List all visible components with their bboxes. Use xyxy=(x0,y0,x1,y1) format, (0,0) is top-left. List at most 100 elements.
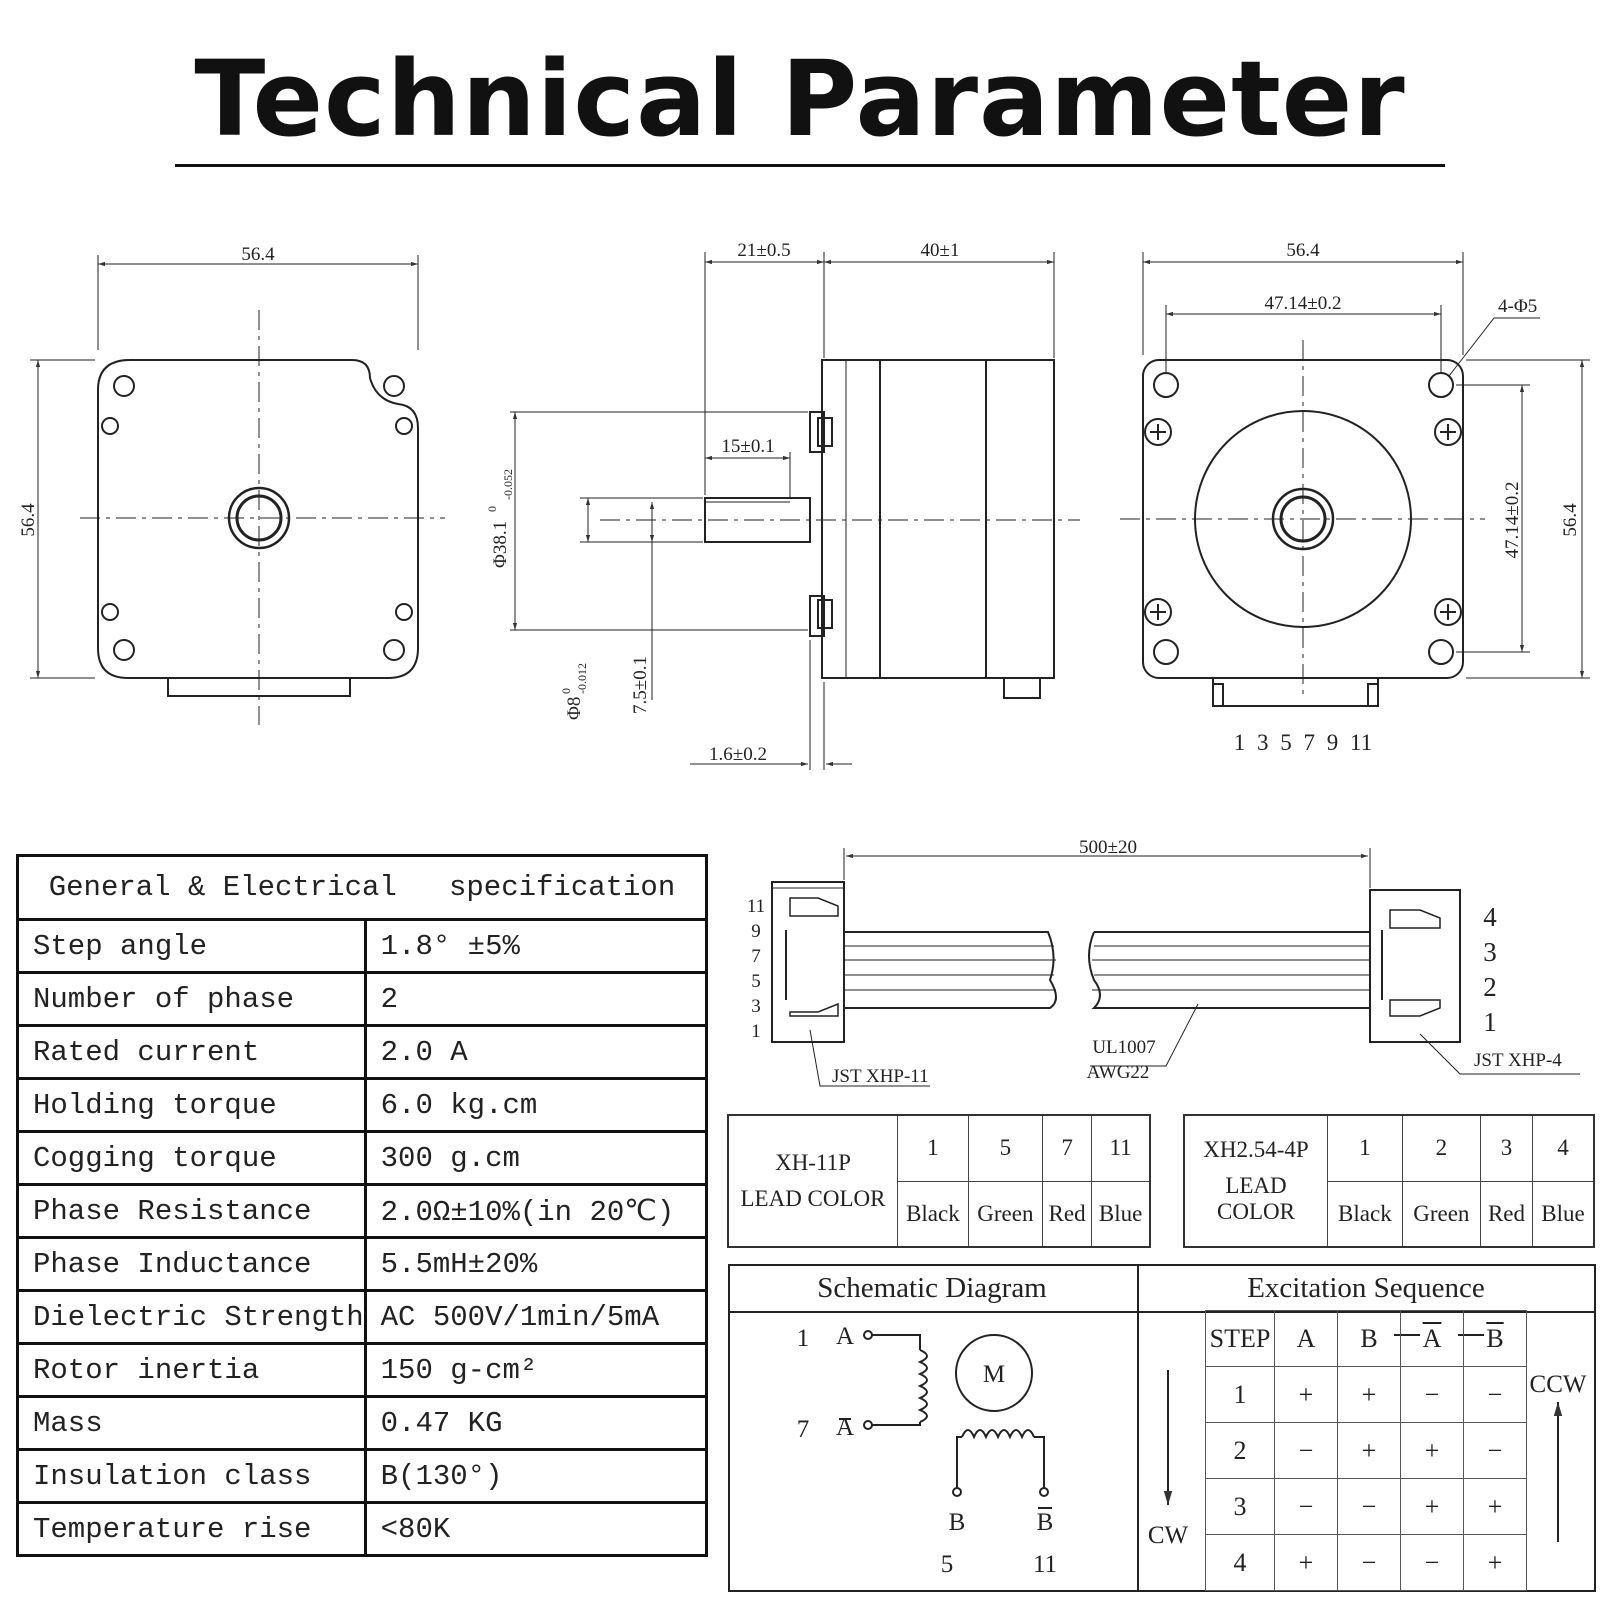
exc-header-step: STEP xyxy=(1205,1310,1275,1367)
exc-header-b-bar: B xyxy=(1463,1310,1527,1367)
spec-key: Rated current xyxy=(16,1024,367,1080)
holes-label: 4-Φ5 xyxy=(1498,296,1537,317)
shaft-tol-lower: -0.012 xyxy=(575,663,589,694)
spec-value: <80K xyxy=(363,1501,709,1557)
exc-header-b: B xyxy=(1337,1310,1401,1367)
exc-polarity: − xyxy=(1463,1422,1527,1479)
wire-gauge-label: AWG22 xyxy=(1087,1062,1150,1083)
right-pin-number: 1 xyxy=(1483,1007,1497,1037)
body-length-label: 40±1 xyxy=(921,240,960,261)
lead11-title: XH-11P LEAD COLOR xyxy=(727,1114,898,1248)
exc-step: 4 xyxy=(1205,1534,1275,1591)
lead4-pin: 1 xyxy=(1327,1114,1403,1182)
coil-a-label: A xyxy=(836,1323,854,1350)
spec-key: Holding torque xyxy=(16,1077,367,1133)
spec-key: Step angle xyxy=(16,918,367,974)
pin-b-bar-number: 11 xyxy=(1033,1551,1057,1578)
shaft-dia-label: Φ8 xyxy=(564,697,585,720)
pin-numbers: 1 3 5 7 9 11 xyxy=(1234,730,1372,755)
excitation-title: Excitation Sequence xyxy=(1247,1272,1485,1304)
lead4-color: Blue xyxy=(1532,1180,1595,1248)
exc-polarity: + xyxy=(1337,1422,1401,1479)
spec-key: Number of phase xyxy=(16,971,367,1027)
front-view xyxy=(30,255,445,725)
lead4-title: XH2.54-4P LEAD COLOR xyxy=(1183,1114,1328,1248)
right-pin-number: 4 xyxy=(1483,902,1497,932)
lead11-color: Blue xyxy=(1091,1180,1151,1248)
exc-row: 3−−++ xyxy=(1205,1478,1527,1535)
rear-height-label: 56.4 xyxy=(1560,503,1581,537)
exc-header-a: A xyxy=(1274,1310,1338,1367)
spec-key: Temperature rise xyxy=(16,1501,367,1557)
left-pin-number: 11 xyxy=(747,896,765,917)
lead4-sub: LEAD COLOR xyxy=(1217,1173,1295,1224)
left-connector-label: JST XHP-11 xyxy=(832,1066,929,1087)
lead11-sub: LEAD COLOR xyxy=(740,1186,886,1211)
spec-value: 150 g-cm² xyxy=(363,1342,709,1398)
dimension-drawings: 56.4 56.4 21±0.5 40±1 15±0.1 Φ38.1 0 -0.… xyxy=(18,240,1590,770)
exc-polarity: − xyxy=(1337,1478,1401,1535)
cw-label: CW xyxy=(1148,1522,1189,1549)
exc-polarity: + xyxy=(1274,1534,1338,1591)
pin-a-number: 1 xyxy=(797,1325,810,1352)
pilot-tol-lower: -0.052 xyxy=(501,469,515,500)
spec-key: Mass xyxy=(16,1395,367,1451)
exc-polarity: − xyxy=(1274,1478,1338,1535)
pilot-tol-upper: 0 xyxy=(485,506,499,512)
left-pin-number: 9 xyxy=(751,921,761,942)
page-title: Technical Parameter xyxy=(194,38,1406,160)
exc-row: 2−++− xyxy=(1205,1422,1527,1479)
right-pin-number: 2 xyxy=(1483,972,1497,1002)
lead11-pin: 7 xyxy=(1041,1114,1093,1182)
excitation-table: STEP A B A B 1++−−2−++−3−−++4+−−+ xyxy=(1205,1310,1527,1591)
rear-hole-spacing-h: 47.14±0.2 xyxy=(1265,293,1342,314)
lead11-pin: 5 xyxy=(967,1114,1043,1182)
schematic-title: Schematic Diagram xyxy=(817,1272,1047,1304)
spec-value: 5.5mH±20% xyxy=(363,1236,709,1292)
exc-polarity: − xyxy=(1463,1366,1527,1423)
exc-polarity: − xyxy=(1337,1534,1401,1591)
spec-key: Phase Resistance xyxy=(16,1183,367,1239)
right-pin-number: 3 xyxy=(1483,937,1497,967)
rear-view xyxy=(1120,252,1590,707)
lead11-color: Green xyxy=(967,1180,1043,1248)
spec-header: General & Electrical specification xyxy=(16,854,708,921)
front-width-label: 56.4 xyxy=(241,244,275,265)
left-pin-number: 7 xyxy=(751,946,761,967)
spec-value: B(130°) xyxy=(363,1448,709,1504)
lead4-color: Red xyxy=(1479,1180,1534,1248)
rear-width-label: 56.4 xyxy=(1286,240,1320,261)
spec-key: Phase Inductance xyxy=(16,1236,367,1292)
shaft-tol-upper: 0 xyxy=(559,688,573,694)
spec-key: Dielectric Strength xyxy=(16,1289,367,1345)
exc-polarity: + xyxy=(1463,1534,1527,1591)
spec-value: AC 500V/1min/5mA xyxy=(363,1289,709,1345)
lead4-pin: 3 xyxy=(1479,1114,1534,1182)
lead4-name: XH2.54-4P xyxy=(1203,1137,1309,1162)
spec-value: 2.0 A xyxy=(363,1024,709,1080)
rear-hole-spacing-v: 47.14±0.2 xyxy=(1502,482,1523,559)
exc-header-a-bar: A xyxy=(1400,1310,1464,1367)
coil-b-label: B xyxy=(949,1509,966,1536)
exc-row: 1++−− xyxy=(1205,1366,1527,1423)
cable-length-label: 500±20 xyxy=(1079,837,1137,858)
title-underline xyxy=(175,164,1445,167)
spec-value: 300 g.cm xyxy=(363,1130,709,1186)
lead11-color: Black xyxy=(897,1180,969,1248)
pin-a-bar-number: 7 xyxy=(797,1416,810,1443)
exc-polarity: + xyxy=(1274,1366,1338,1423)
coil-b-bar-label: B xyxy=(1037,1509,1054,1536)
left-pin-number: 1 xyxy=(751,1021,761,1042)
